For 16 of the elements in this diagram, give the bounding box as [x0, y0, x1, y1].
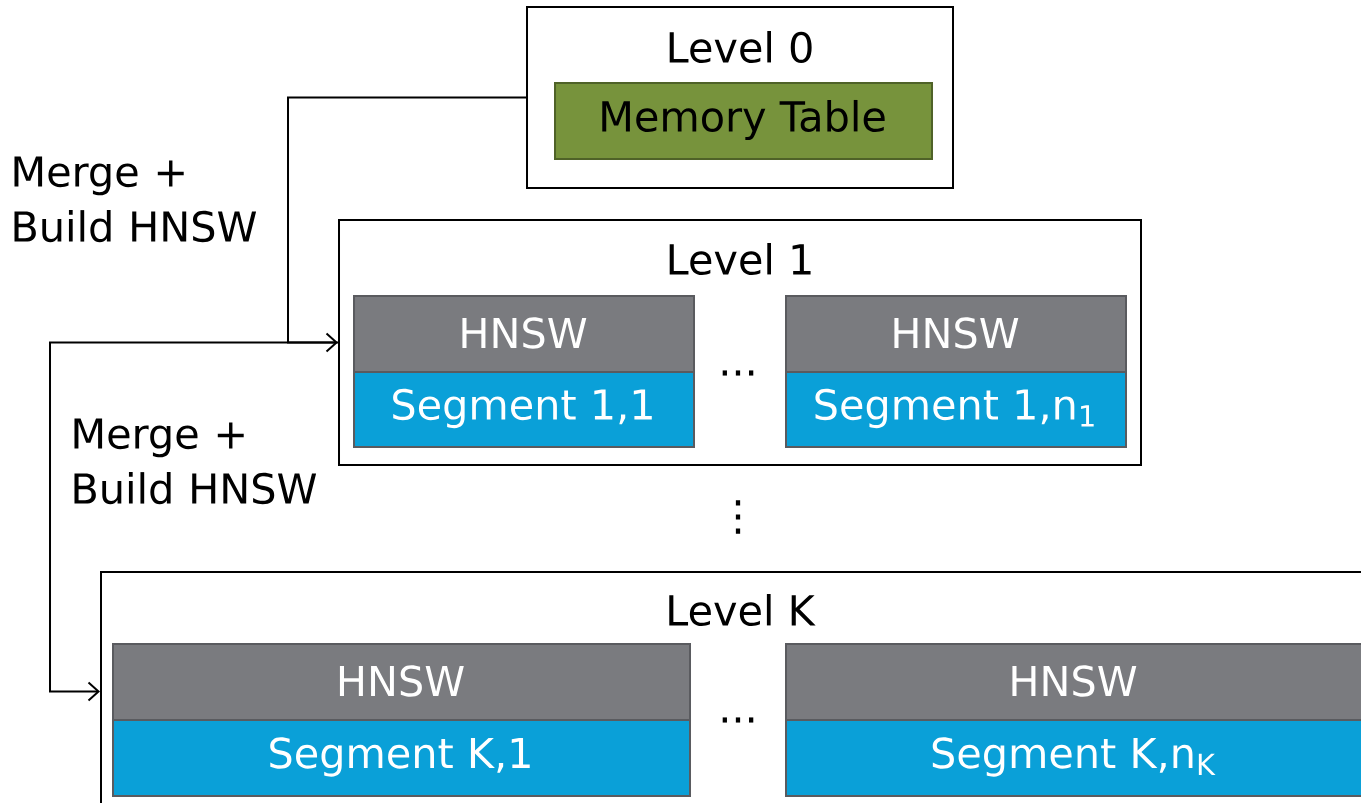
segment-box: Segment 1,1 — [353, 371, 695, 448]
arrow — [287, 96, 527, 353]
memory-table-box: Memory Table — [554, 82, 933, 160]
segment-box: Segment 1,n$_{1}$ — [785, 371, 1127, 448]
ellipsis: ... — [722, 370, 754, 376]
edge-label: Merge + Build HNSW — [14, 156, 257, 243]
ellipsis: ⋮ — [735, 500, 741, 534]
hnsw-box: HNSW — [785, 643, 1361, 721]
ellipsis: ... — [722, 717, 754, 723]
hnsw-box: HNSW — [112, 643, 691, 721]
edge-label: Merge + Build HNSW — [74, 418, 317, 505]
segment-box: Segment K,n$_{K}$ — [785, 719, 1361, 797]
segment-box: Segment K,1 — [112, 719, 691, 797]
hnsw-box: HNSW — [785, 295, 1127, 373]
hnsw-box: HNSW — [353, 295, 695, 373]
arrow — [49, 341, 339, 702]
